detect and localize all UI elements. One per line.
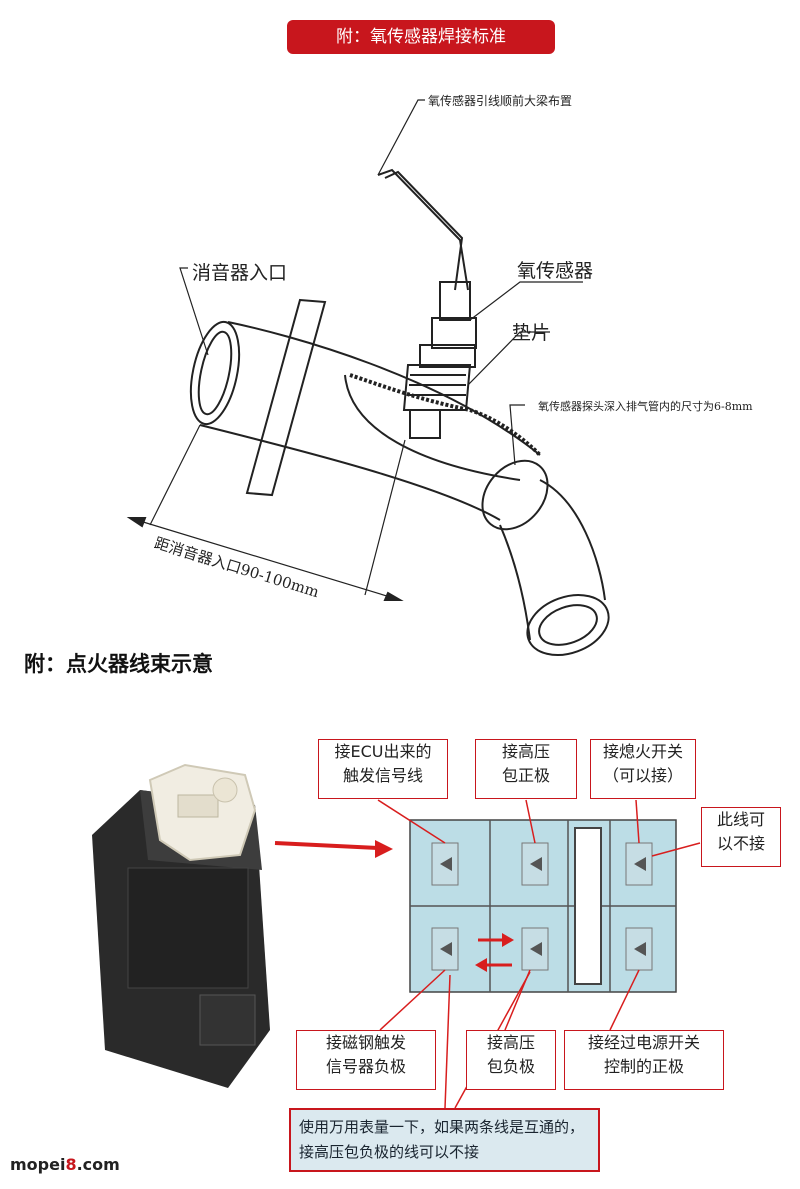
callout-hv-coil-negative: 接高压 包负极 [466,1030,556,1090]
sensor-wire [377,168,469,291]
oxygen-sensor-welding-diagram [126,99,610,656]
pipe-inlet-ellipse [189,320,241,426]
callout-hv-coil-positive: 接高压 包正极 [475,739,577,799]
label-wire-routing: 氧传感器引线顺前大梁布置 [428,94,573,108]
label-muffler-inlet: 消音器入口 [192,262,288,284]
distance-dimension-line [129,517,401,601]
cdi-unit-icon [92,763,270,1088]
section-title-ignition-harness: 附：点火器线束示意 [24,651,213,676]
pipe-outlet-ellipse [526,594,610,656]
site-watermark: mopei8.com [10,1155,120,1174]
title-banner: 附：氧传感器焊接标准 [287,20,555,54]
connector-block [409,819,677,993]
callout-magneto-negative: 接磁钢触发 信号器负极 [296,1030,436,1090]
label-probe-depth: 氧传感器探头深入排气管内的尺寸为6-8mm [538,400,753,413]
exhaust-pipe-outline [227,321,541,456]
callout-kill-switch: 接熄火开关 （可以接） [590,739,696,799]
inlet-leader [179,267,209,356]
multimeter-note: 使用万用表量一下，如果两条线是互通的，接高压包负极的线可以不接 [289,1108,600,1172]
flange-plate [245,298,327,497]
wire-leader [377,99,425,176]
callout-ecu-trigger: 接ECU出来的 触发信号线 [318,739,448,799]
depth-leader [509,404,525,466]
sensor-body [439,281,471,321]
sensor-leader [469,281,583,321]
callout-optional-wire: 此线可 以不接 [701,807,781,867]
gasket-leader [467,331,550,386]
label-oxygen-sensor: 氧传感器 [517,260,594,282]
label-gasket: 垫片 [512,322,551,344]
callout-switched-positive: 接经过电源开关 控制的正极 [564,1030,724,1090]
